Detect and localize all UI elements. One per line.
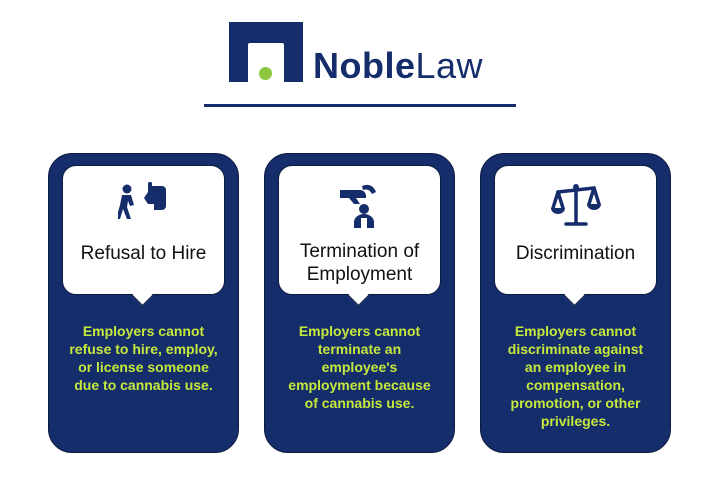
scales-icon bbox=[550, 184, 601, 226]
logo-mark bbox=[229, 22, 303, 82]
card-header: Termination of Employment bbox=[278, 165, 441, 307]
card-discrimination: Discrimination Employers cannot discrimi… bbox=[480, 153, 671, 453]
card-title: Refusal to Hire bbox=[80, 243, 207, 264]
brand-logo: NobleLaw bbox=[229, 22, 484, 86]
header-divider bbox=[204, 104, 516, 107]
card-header: Discrimination bbox=[494, 165, 657, 307]
card-title: Termination of Employment bbox=[299, 241, 420, 285]
card-termination-of-employment: Termination of Employment Employers cann… bbox=[264, 153, 455, 453]
termination-hand-icon bbox=[339, 184, 376, 228]
refusal-hand-icon bbox=[117, 182, 166, 219]
brand-name: NobleLaw bbox=[313, 45, 484, 86]
card-header: Refusal to Hire bbox=[62, 165, 225, 307]
card-description: Employers cannot refuse to hire, employ,… bbox=[69, 323, 218, 393]
card-title: Discrimination bbox=[515, 243, 636, 264]
card-description: Employers cannot discriminate against an… bbox=[507, 323, 644, 429]
card-description: Employers cannot terminate an employee's… bbox=[288, 323, 431, 411]
card-refusal-to-hire: Refusal to Hire Employers cannot refuse … bbox=[48, 153, 239, 453]
